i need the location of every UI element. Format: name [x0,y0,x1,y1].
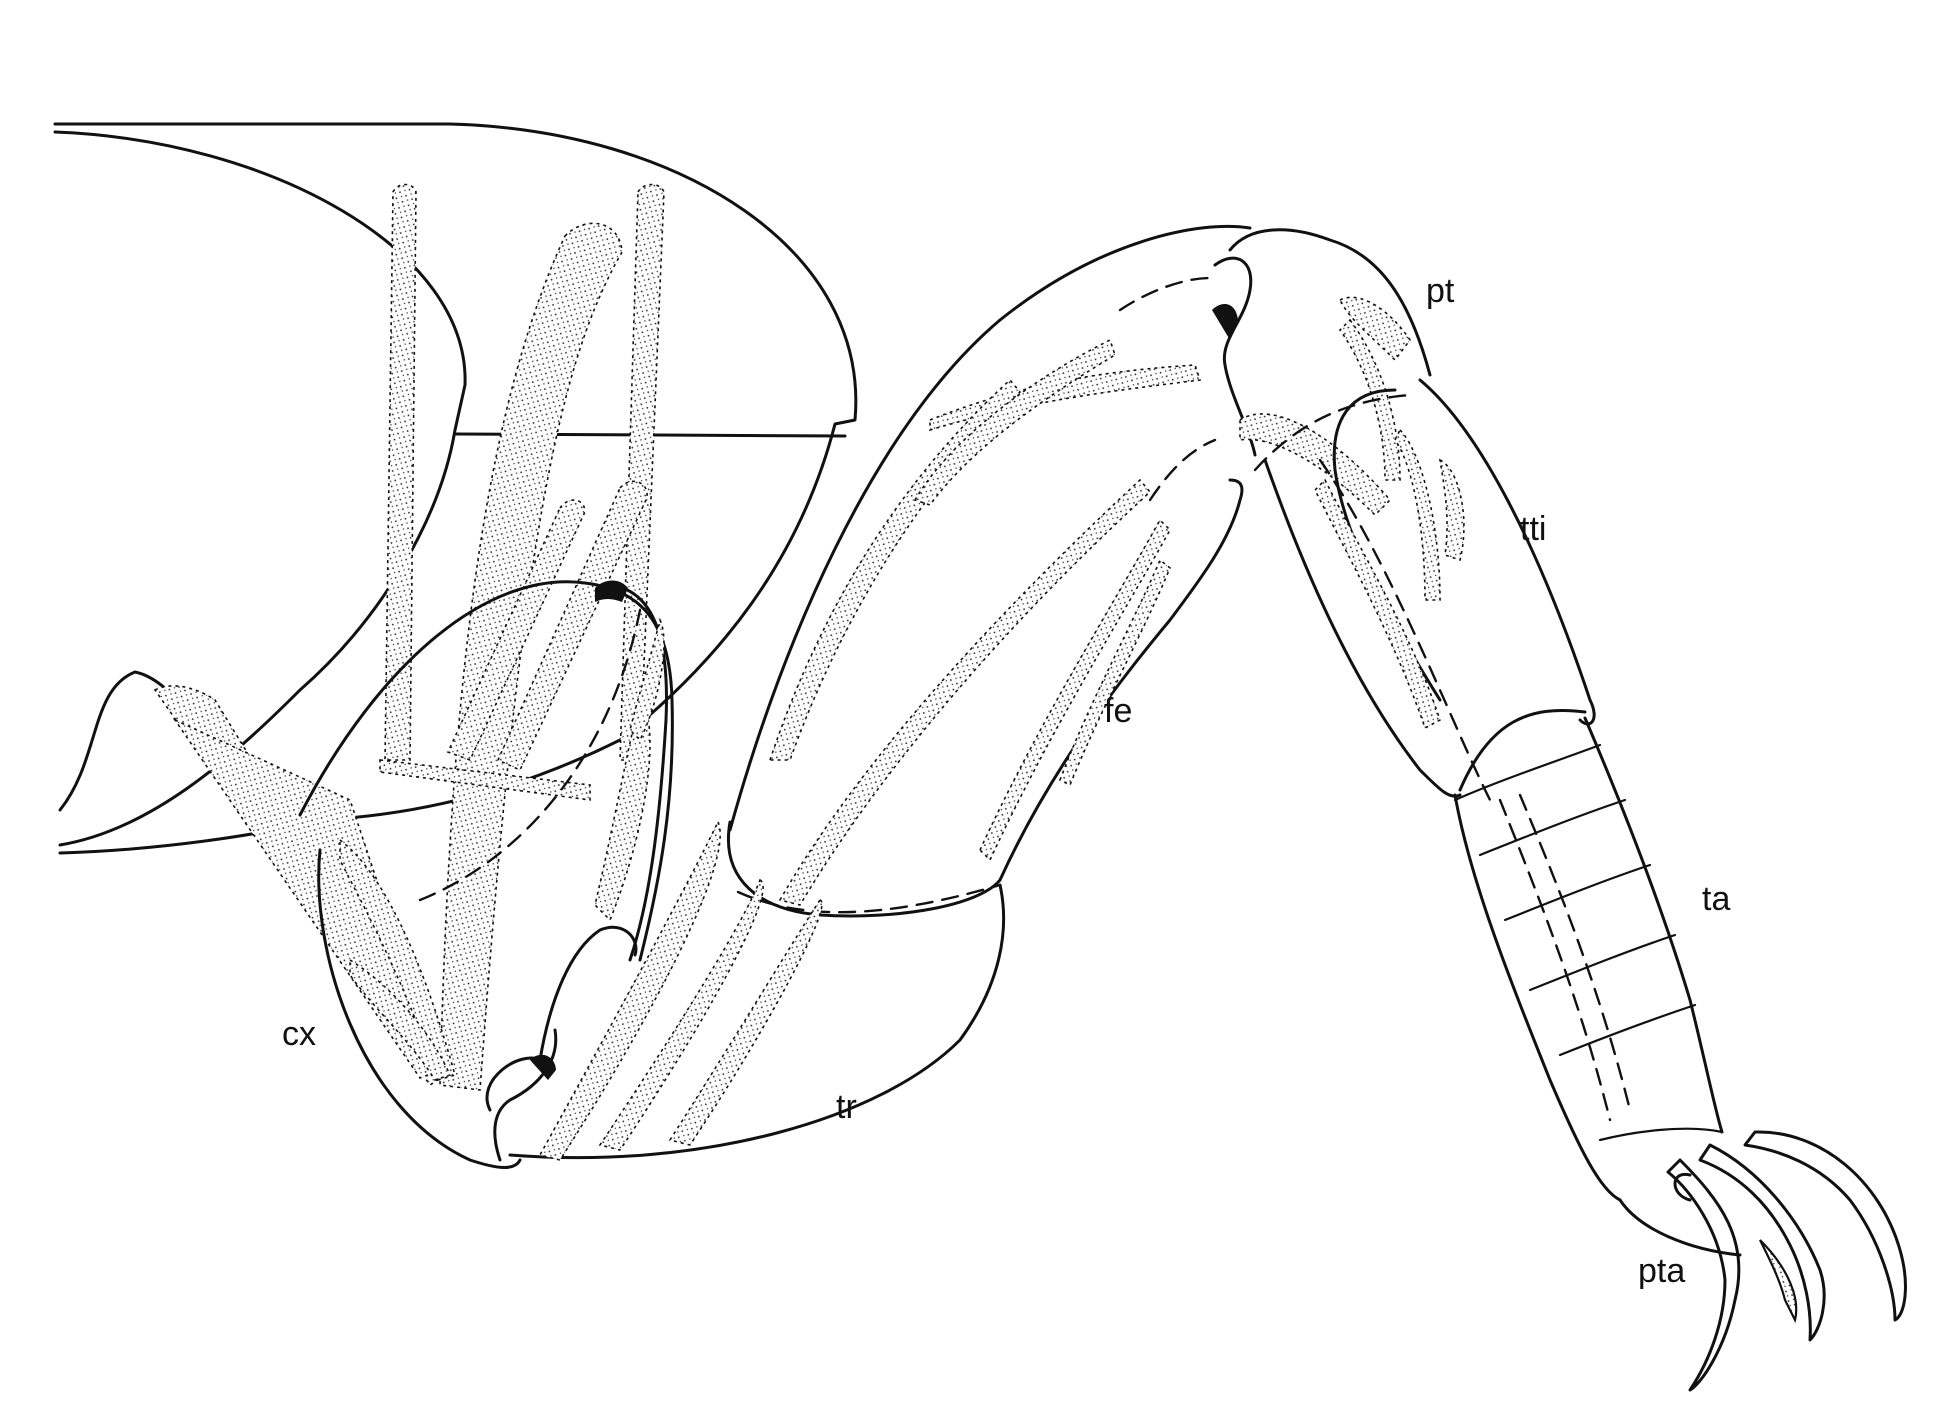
tarsus [1453,716,1724,1202]
muscle-bundle-mid-1 [446,499,586,762]
trochanter-apodeme [736,883,1002,914]
patella-muscle-2 [1239,413,1392,517]
label-coxa: cx [282,1015,316,1053]
thorax-inner-sclerite [53,130,467,847]
tibia [1263,378,1596,802]
segment-labels: cx tr fe pt tti ta pta [282,272,1730,1290]
tarsomere-ring-1 [1453,743,1602,802]
coxa-rim-inner [608,583,668,962]
trochanter-joint-left-2 [493,1028,558,1162]
label-trochanter: tr [836,1088,857,1126]
trochanter-condyle [530,1054,556,1080]
tibia-muscle-3 [1314,478,1441,730]
femur-apodeme-2 [1148,438,1217,502]
trochanter-muscle-3 [668,899,823,1146]
tibia-outline-left [1263,458,1462,798]
tibia-apodeme [1318,458,1492,802]
coxa-muscle-a [339,838,456,1081]
tibia-outline-right [1418,378,1596,726]
pretarsus [1618,1130,1907,1392]
claw-right [1743,1130,1907,1322]
tarsus-outline-right [1583,716,1724,1134]
coxa-rim [298,580,674,962]
tibia-muscle-2 [1438,458,1465,562]
claw-left [1666,1158,1741,1392]
femur-apodeme [1118,276,1212,312]
coxa-outline [317,848,522,1169]
label-tibia: tti [1520,510,1546,548]
tarsomere-ring-6 [1598,1127,1724,1142]
trochanter-femur-joint [727,820,1002,918]
femur-muscle-3 [778,478,1152,906]
tarsus-apodeme-1 [1498,798,1612,1122]
muscle-horizontal [379,759,591,801]
claw-shading [1759,1239,1798,1324]
trochanter-muscle-1 [538,820,721,1161]
pretarsus-base [1618,1198,1742,1257]
femur-muscle-5 [1058,558,1171,787]
coxa [298,580,674,1169]
tarsomere-ring-3 [1503,863,1652,922]
trochanter-joint-left [485,925,638,1112]
coxa-apodeme [418,608,642,902]
muscle-bundle-mid-2 [496,480,648,772]
coxa-muscle-d [629,617,665,742]
patella-muscle-1 [1338,296,1411,362]
patella-apodeme [1253,393,1412,472]
trochanter-muscle-2 [598,878,764,1151]
tibia-muscle-1 [1394,428,1441,601]
trochanter-outline [508,883,1006,1160]
label-femur: fe [1104,692,1132,730]
femur-muscle-1 [768,378,1022,761]
tarsus-apodeme-2 [1518,793,1632,1112]
tarsus-outline-left [1453,793,1622,1202]
pretarsus-rim [1673,1172,1692,1202]
femur-muscle-long [929,364,1202,432]
coxa-condyle [595,580,628,602]
coxa-muscle-c [594,698,651,922]
muscle-bundle-large [439,222,623,1091]
claw-middle [1698,1143,1826,1342]
femur-outline-inner [998,478,1244,882]
femur-muscle-2 [913,338,1116,506]
trochanter [485,820,1006,1162]
tarsomere-ring-2 [1478,798,1627,857]
label-pretarsus: pta [1638,1252,1685,1290]
patella [1212,228,1432,517]
patella-muscle-3 [1338,318,1401,481]
tarsomere-ring-5 [1558,1003,1697,1057]
femur-muscle-4 [979,518,1171,862]
tarsomere-ring-4 [1528,933,1677,992]
muscle-rod-2 [619,183,665,761]
tibia-joint-bottom [1458,708,1587,792]
label-patella: pt [1426,272,1455,310]
label-tarsus: ta [1702,880,1730,918]
patella-condyle [1212,304,1238,340]
femur [728,224,1252,906]
muscle-rod-1 [384,183,417,761]
patella-outline [1228,228,1432,377]
coxa-muscle-b [349,958,452,1081]
femur-outline-outer [728,224,1252,832]
